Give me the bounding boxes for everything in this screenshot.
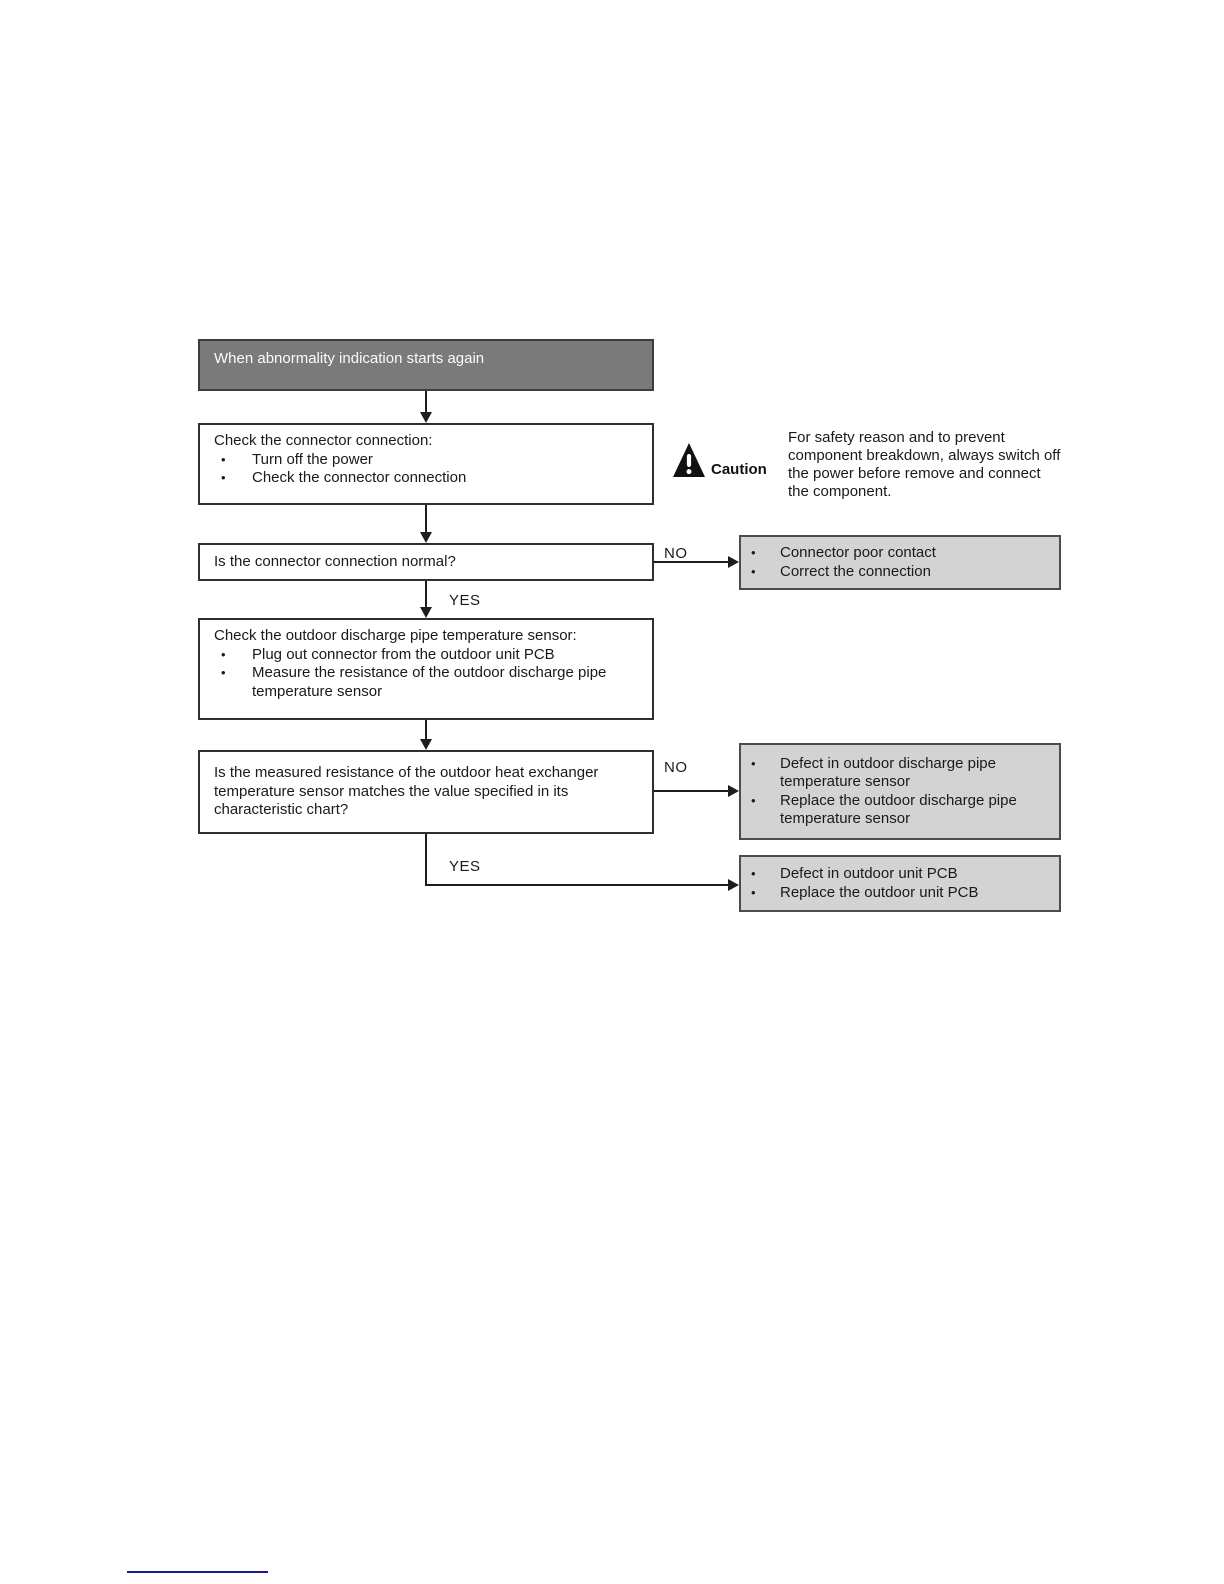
footer-rule <box>127 1571 268 1573</box>
list-item: • Connector poor contact <box>741 544 1059 563</box>
question-resistance-text: Is the measured resistance of the outdoo… <box>214 764 599 819</box>
no-line-1 <box>654 561 728 563</box>
list-item-text: Plug out connector from the outdoor unit… <box>252 645 555 663</box>
list-item-text: Correct the connection <box>780 562 931 580</box>
bullet-icon: • <box>751 563 756 579</box>
caution-label: Caution <box>711 461 767 478</box>
list-item-text: Turn off the power <box>252 450 373 468</box>
no-label-1: NO <box>664 545 688 562</box>
no-line-2 <box>654 790 728 792</box>
list-item-text: Check the connector connection <box>252 469 467 486</box>
arrow-head-right-2-icon <box>728 785 739 797</box>
list-item-text: Replace the outdoor unit PCB <box>780 883 979 901</box>
bullet-icon: • <box>751 866 756 881</box>
arrow-head-down-1-icon <box>420 412 432 423</box>
caution-warning-icon <box>673 443 705 477</box>
list-item-text: Replace the outdoor discharge pipe tempe… <box>780 791 1017 828</box>
arrow-line-1 <box>425 391 427 413</box>
list-item: • Turn off the power <box>214 451 640 470</box>
arrow-head-down-3-icon <box>420 607 432 618</box>
bullet-icon: • <box>221 451 226 467</box>
arrow-line-3 <box>425 581 427 607</box>
bullet-icon: • <box>751 884 756 900</box>
bullet-icon: • <box>221 470 226 485</box>
start-box-label: When abnormality indication starts again <box>214 350 485 367</box>
bullet-icon: • <box>751 792 756 808</box>
arrow-head-right-1-icon <box>728 556 739 568</box>
arrow-head-right-3-icon <box>728 879 739 891</box>
list-item: • Defect in outdoor discharge pipe tempe… <box>741 755 1059 792</box>
bullet-icon: • <box>751 545 756 560</box>
question-connector-text: Is the connector connection normal? <box>214 552 456 570</box>
list-item: • Defect in outdoor unit PCB <box>741 865 1059 884</box>
bullet-icon: • <box>221 646 226 662</box>
list-item-text: Connector poor contact <box>780 544 936 561</box>
result-connector-box: • Connector poor contact • Correct the c… <box>739 535 1061 590</box>
yes-label-1: YES <box>449 592 481 609</box>
result-sensor-box: • Defect in outdoor discharge pipe tempe… <box>739 743 1061 840</box>
yes-line-2-vertical <box>425 834 427 886</box>
safety-note: For safety reason and to prevent compone… <box>788 429 1061 500</box>
list-item: • Replace the outdoor unit PCB <box>741 884 1059 903</box>
check-connector-box: Check the connector connection: • Turn o… <box>198 423 654 505</box>
no-label-2: NO <box>664 759 688 776</box>
list-item: • Measure the resistance of the outdoor … <box>214 664 640 701</box>
list-item-text: Defect in outdoor discharge pipe tempera… <box>780 754 996 791</box>
bullet-icon: • <box>751 755 756 771</box>
arrow-head-down-4-icon <box>420 739 432 750</box>
bullet-icon: • <box>221 665 226 680</box>
check-connector-heading: Check the connector connection: <box>214 432 433 449</box>
question-resistance-box: Is the measured resistance of the outdoo… <box>198 750 654 834</box>
question-connector-box: Is the connector connection normal? <box>198 543 654 581</box>
list-item: • Check the connector connection <box>214 469 640 488</box>
arrow-head-down-2-icon <box>420 532 432 543</box>
list-item-text: Defect in outdoor unit PCB <box>780 865 958 882</box>
yes-label-2: YES <box>449 858 481 875</box>
list-item: • Correct the connection <box>741 563 1059 582</box>
result-pcb-box: • Defect in outdoor unit PCB • Replace t… <box>739 855 1061 912</box>
list-item: • Replace the outdoor discharge pipe tem… <box>741 792 1059 829</box>
start-box: When abnormality indication starts again <box>198 339 654 391</box>
arrow-line-4 <box>425 720 427 740</box>
check-sensor-heading: Check the outdoor discharge pipe tempera… <box>214 627 577 644</box>
check-sensor-box: Check the outdoor discharge pipe tempera… <box>198 618 654 720</box>
list-item: • Plug out connector from the outdoor un… <box>214 646 640 665</box>
arrow-line-2 <box>425 505 427 532</box>
list-item-text: Measure the resistance of the outdoor di… <box>252 664 607 700</box>
yes-line-2-horizontal <box>425 884 728 886</box>
